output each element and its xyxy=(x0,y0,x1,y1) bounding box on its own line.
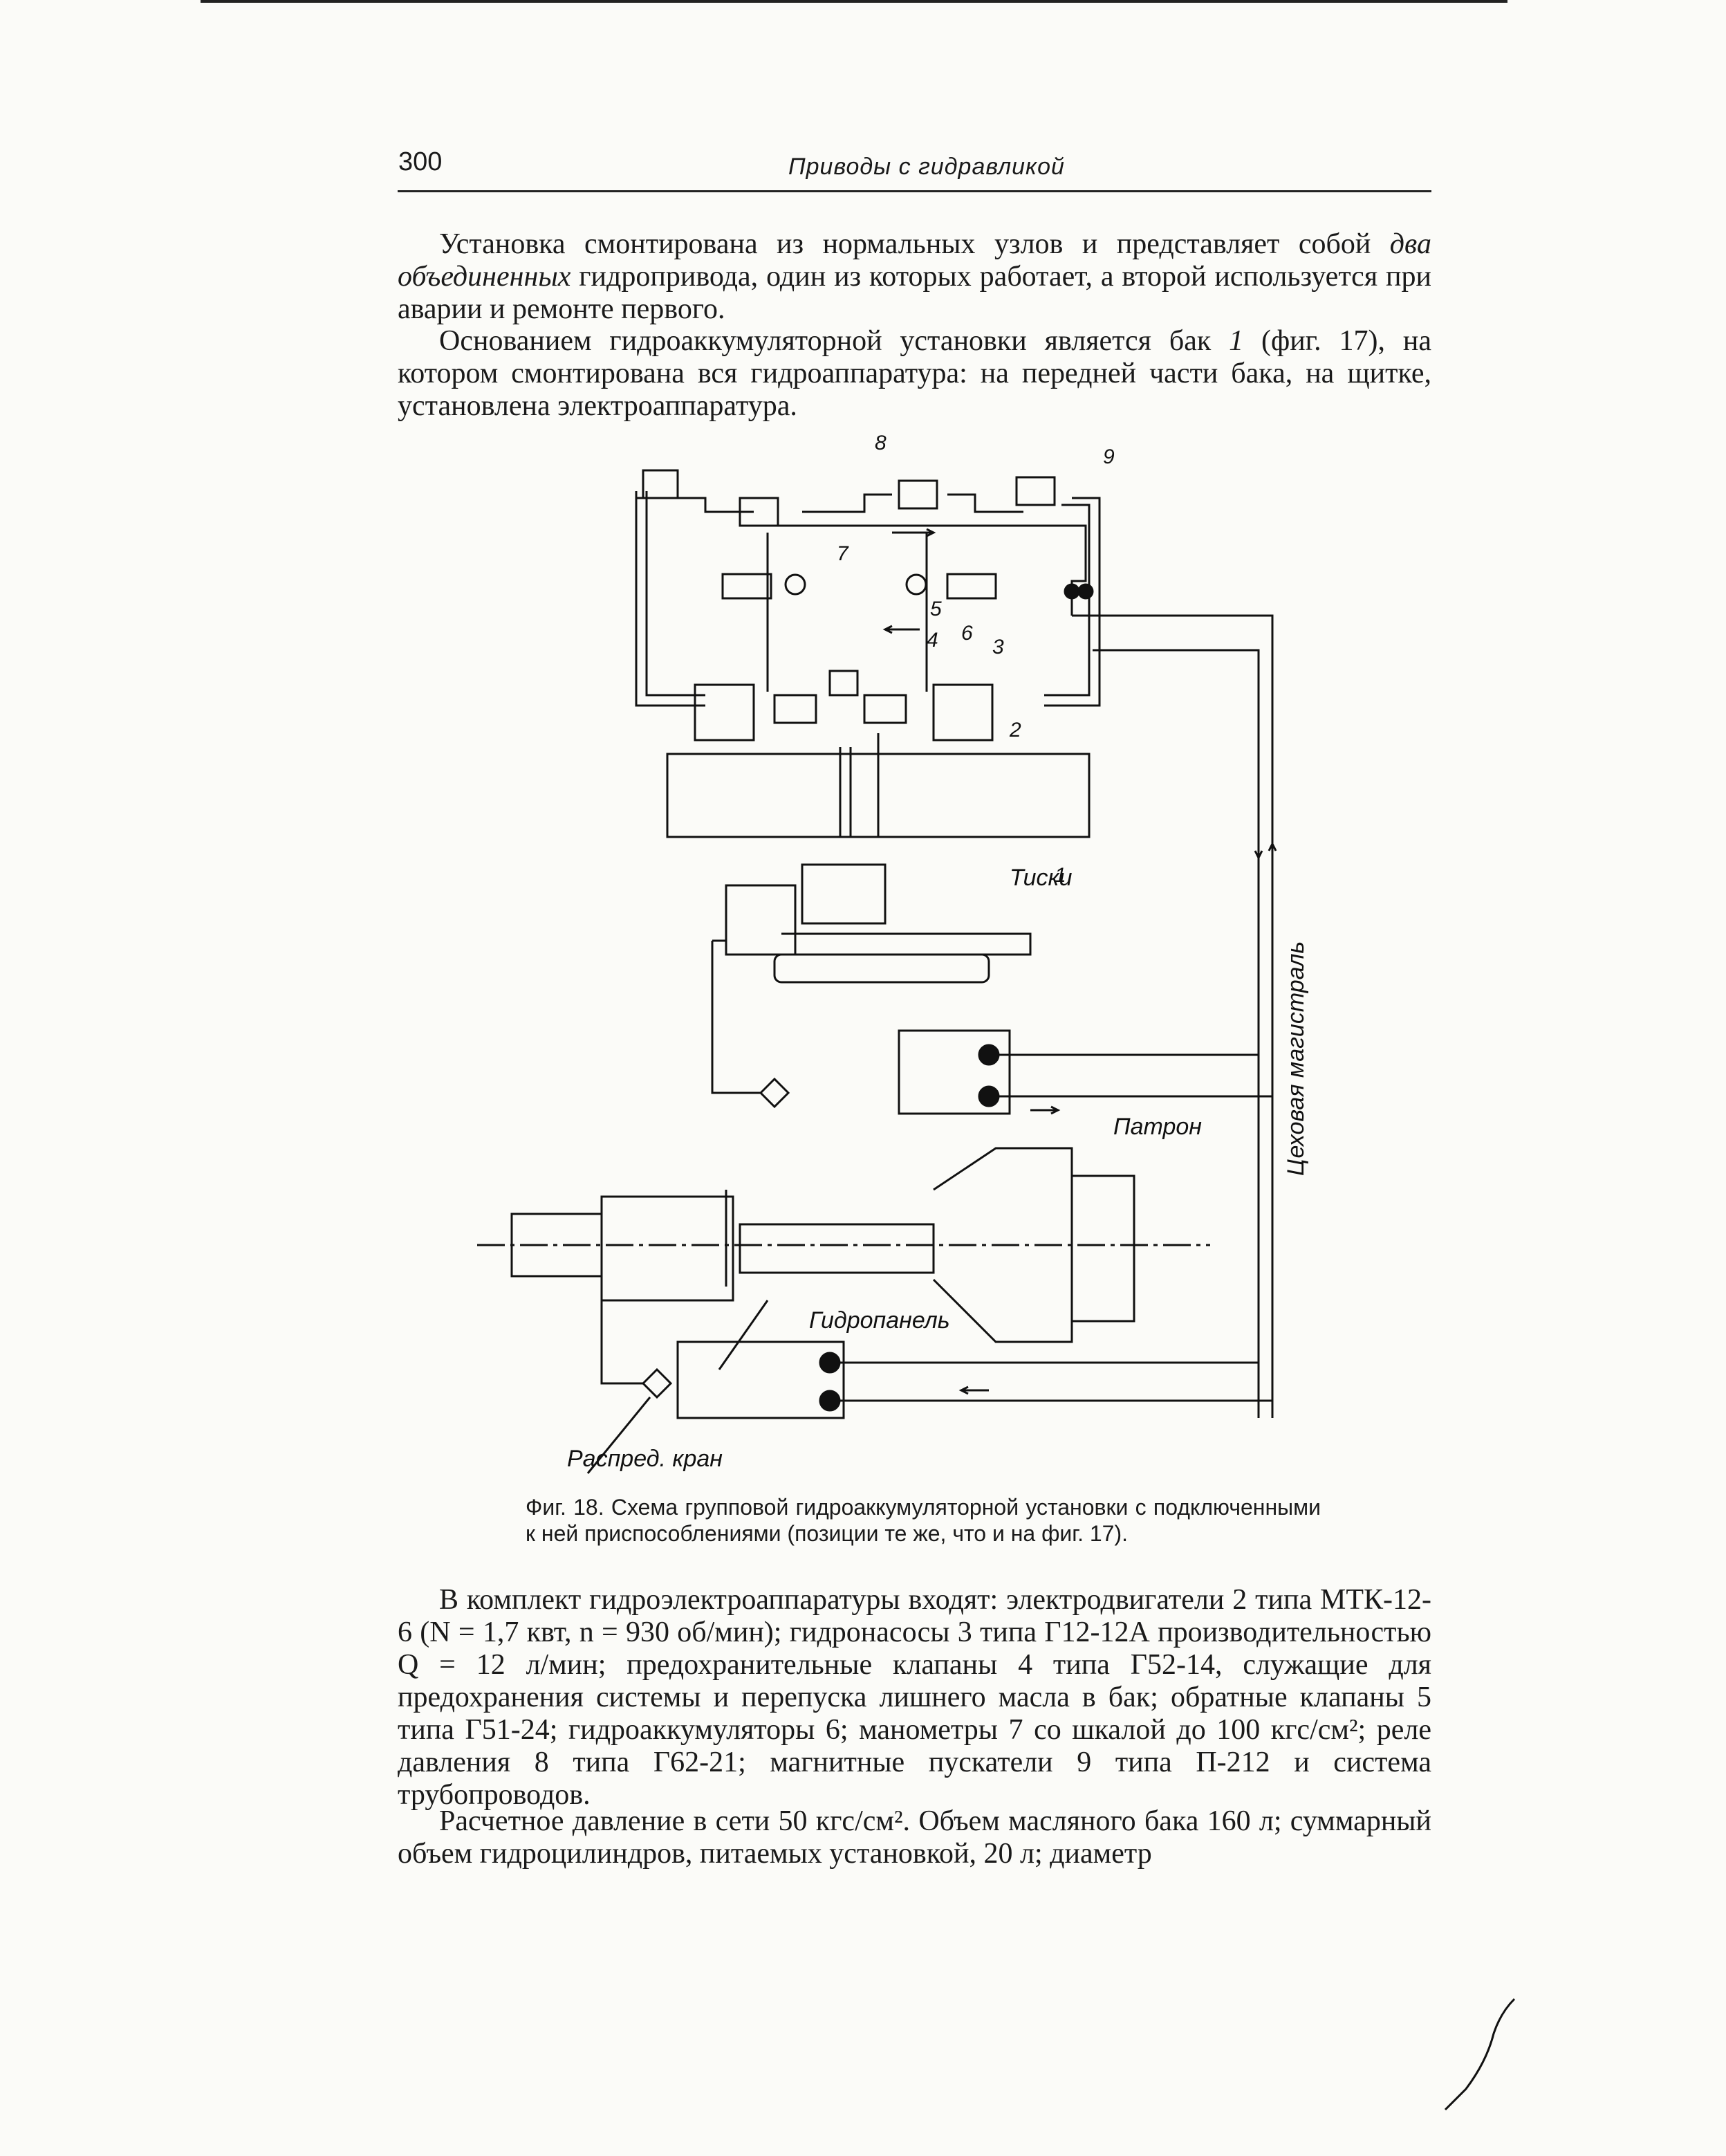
running-title: Приводы с гидравликой xyxy=(788,154,1065,180)
paragraph-1: Установка смонтирована из нормальных узл… xyxy=(398,228,1431,325)
label-chuck: Патрон xyxy=(1113,1114,1202,1140)
header-rule xyxy=(398,190,1431,192)
coupling-right xyxy=(863,694,907,724)
label-hydropanel: Гидропанель xyxy=(809,1307,950,1334)
top-edge-rule xyxy=(201,0,1507,3)
figure-caption: Фиг. 18. Схема групповой гидроаккумулято… xyxy=(526,1495,1321,1546)
paragraph-3: В комплект гидроэлектроаппаратуры входят… xyxy=(398,1584,1431,1811)
callout-4: 4 xyxy=(927,629,938,652)
pump-3 xyxy=(932,683,994,741)
callout-5: 5 xyxy=(930,598,942,620)
spindle-rod xyxy=(739,1223,935,1274)
paragraph-4: Расчетное давление в сети 50 кгс/см². Об… xyxy=(398,1805,1431,1870)
paragraph-2: Основанием гидроаккумуляторной установки… xyxy=(398,325,1431,422)
callout-8: 8 xyxy=(875,432,887,454)
callout-2: 2 xyxy=(1009,719,1021,741)
chuck-housing xyxy=(600,1195,734,1302)
label-vise: Тиски xyxy=(1010,865,1073,891)
manometer-left xyxy=(784,573,806,596)
hydraulic-schematic-figure: Тиски Патрон Гидропанель Распред. кран Ц… xyxy=(477,432,1309,1474)
vise-hydropanel xyxy=(898,1029,1011,1115)
vise-base xyxy=(773,953,990,984)
callout-1: 1 xyxy=(1055,864,1066,887)
chuck-jaw xyxy=(1070,1174,1135,1323)
electric-motor-box-left xyxy=(642,469,679,499)
pump-motor-left xyxy=(694,683,755,741)
pressure-relay-left xyxy=(739,497,779,527)
callout-7: 7 xyxy=(837,542,849,565)
manometer-7 xyxy=(905,573,927,596)
chuck-dist-valve xyxy=(641,1367,673,1399)
pen-mark xyxy=(1444,1998,1516,2111)
callout-3: 3 xyxy=(992,636,1004,658)
label-dist-valve: Распред. кран xyxy=(567,1446,723,1472)
magnetic-starter-9 xyxy=(1015,476,1056,506)
relief-valve-4 xyxy=(828,670,859,697)
chuck-hydropanel xyxy=(676,1340,845,1419)
vise-jaw xyxy=(801,863,887,925)
accumulator-left xyxy=(721,573,772,600)
pressure-relay-8 xyxy=(898,479,938,510)
callout-6: 6 xyxy=(961,622,973,645)
vise-cylinder xyxy=(725,884,797,956)
accumulator-6 xyxy=(946,573,997,600)
callout-9: 9 xyxy=(1103,445,1115,468)
coupling-left xyxy=(773,694,817,724)
page-number: 300 xyxy=(398,147,443,176)
vise-dist-valve xyxy=(759,1077,790,1109)
label-shop-main: Цеховая магистраль xyxy=(1283,941,1309,1176)
